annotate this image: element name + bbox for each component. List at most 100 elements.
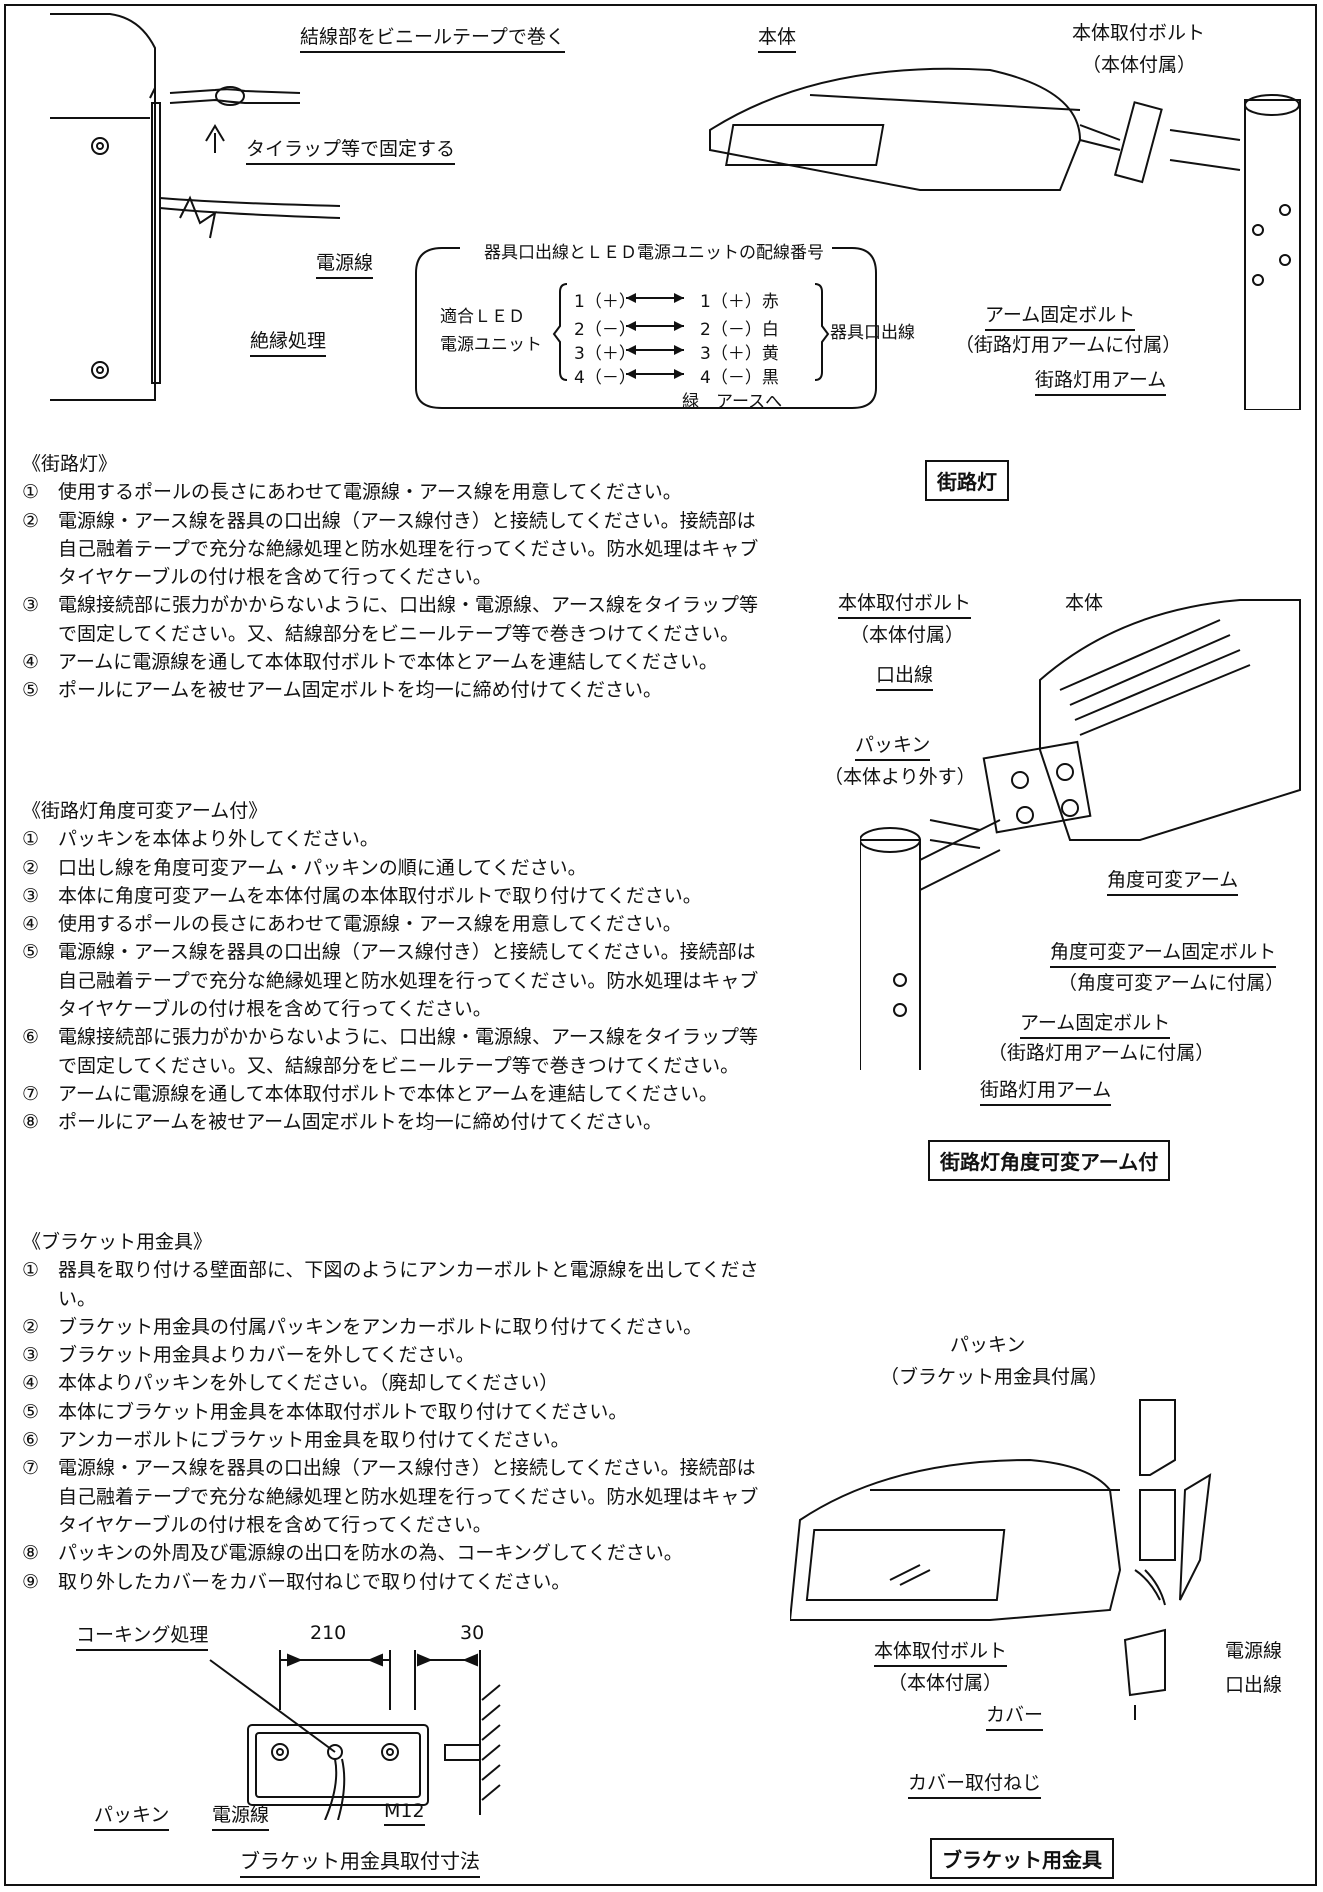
- label-angle-arm: 角度可変アーム: [1107, 865, 1239, 896]
- item-text: 電源線・アース線を器具の口出線（アース線付き）と接続してください。接続部は自己融…: [58, 1457, 759, 1536]
- label-body-bolt-note: （本体付属）: [850, 624, 965, 646]
- item-text: 電源線・アース線を器具の口出線（アース線付き）と接続してください。接続部は自己融…: [58, 941, 759, 1021]
- label-vinyl-tape: 結線部をビニールテープで巻く: [300, 22, 565, 53]
- item-text: 本体よりパッキンを外してください。（廃却してください）: [58, 1372, 559, 1395]
- item-number: ⑥: [22, 1429, 40, 1452]
- junction-illustration: [50, 13, 341, 401]
- bracket-dimension-drawing: [209, 1650, 501, 1820]
- angle-arm-illustration: [860, 599, 1301, 1070]
- wiring-row-2-right: 2（－）白: [700, 320, 779, 340]
- label-arm: 街路灯用アーム: [1035, 365, 1167, 396]
- label-body-bolt-note: （本体付属）: [888, 1672, 1003, 1694]
- list-item: ⑧ ポールにアームを被せアーム固定ボルトを均一に締め付けてください。: [22, 1108, 773, 1136]
- label-packing: パッキン: [94, 1800, 170, 1831]
- list-item: ② ブラケット用金具の付属パッキンをアンカーボルトに取り付けてください。: [22, 1313, 773, 1341]
- item-number: ①: [22, 828, 40, 851]
- caption-angle-arm: 街路灯角度可変アーム付: [928, 1140, 1171, 1181]
- label-cover-screw: カバー取付ねじ: [908, 1768, 1042, 1799]
- label-arm-bolt: アーム固定ボルト: [985, 300, 1136, 331]
- list-item: ⑥ アンカーボルトにブラケット用金具を取り付けてください。: [22, 1426, 773, 1454]
- section-heading: 《街路灯角度可変アーム付》: [22, 800, 268, 822]
- item-text: パッキンを本体より外してください。: [58, 828, 379, 851]
- label-body-bolt: 本体取付ボルト: [1072, 22, 1206, 44]
- wiring-row-2-left: 2（－）: [574, 320, 636, 340]
- label-lead-wire: 口出線: [1225, 1674, 1283, 1696]
- section-heading: 《ブラケット用金具》: [22, 1231, 213, 1253]
- item-number: ①: [22, 1259, 40, 1282]
- caption-street-light: 街路灯: [925, 460, 1009, 501]
- item-text: ポールにアームを被せアーム固定ボルトを均一に締め付けてください。: [58, 679, 663, 702]
- item-number: ①: [22, 481, 40, 504]
- wiring-box-title: 器具口出線とＬＥＤ電源ユニットの配線番号: [478, 238, 830, 263]
- wiring-ground: 緑 アースへ: [682, 392, 783, 412]
- item-number: ⑤: [22, 679, 40, 702]
- label-body: 本体: [1065, 592, 1104, 614]
- caption-bracket-dimensions: ブラケット用金具取付寸法: [240, 1845, 480, 1878]
- label-power-line: 電源線: [316, 248, 374, 279]
- list-item: ④ 本体よりパッキンを外してください。（廃却してください）: [22, 1369, 773, 1397]
- label-packing: パッキン: [855, 730, 931, 761]
- item-text: ブラケット用金具よりカバーを外してください。: [58, 1344, 475, 1367]
- item-number: ⑦: [22, 1457, 40, 1480]
- label-angle-bolt: 角度可変アーム固定ボルト: [1050, 937, 1277, 968]
- item-number: ②: [22, 856, 40, 879]
- item-text: 器具を取り付ける壁面部に、下図のようにアンカーボルトと電源線を出してください。: [58, 1259, 759, 1310]
- list-item: ① 器具を取り付ける壁面部に、下図のようにアンカーボルトと電源線を出してください。: [22, 1256, 773, 1313]
- wiring-row-1-right: 1（＋）赤: [700, 292, 779, 312]
- wiring-led-label-1: 適合ＬＥＤ: [440, 307, 525, 327]
- label-power-line: 電源線: [212, 1800, 270, 1831]
- label-packing-note: （本体より外す）: [824, 766, 976, 788]
- item-text: 電源線・アース線を器具の口出線（アース線付き）と接続してください。接続部は自己融…: [58, 509, 759, 589]
- item-number: ⑨: [22, 1570, 40, 1593]
- item-text: ポールにアームを被せアーム固定ボルトを均一に締め付けてください。: [58, 1111, 663, 1134]
- item-text: パッキンの外周及び電源線の出口を防水の為、コーキングしてください。: [58, 1542, 683, 1565]
- section-bracket: 《ブラケット用金具》 ① 器具を取り付ける壁面部に、下図のようにアンカーボルトと電…: [22, 1228, 773, 1596]
- item-number: ⑧: [22, 1111, 40, 1134]
- label-lead-wire: 口出線: [876, 660, 934, 691]
- label-caulking: コーキング処理: [76, 1620, 209, 1651]
- label-tyrap: タイラップ等で固定する: [246, 134, 456, 165]
- label-packing-note: （ブラケット用金具付属）: [880, 1366, 1109, 1388]
- wiring-lead-label: 器具口出線: [830, 323, 915, 343]
- wiring-row-1-left: 1（＋）: [574, 292, 636, 312]
- wiring-row-4-right: 4（－）黒: [700, 368, 779, 388]
- item-text: 本体にブラケット用金具を本体取付ボルトで取り付けてください。: [58, 1400, 628, 1423]
- label-arm-bolt-note: （街路灯用アームに付属）: [988, 1042, 1215, 1064]
- label-body-bolt: 本体取付ボルト: [838, 588, 972, 619]
- label-angle-bolt-note: （角度可変アームに付属）: [1058, 972, 1285, 994]
- list-item: ⑦ 電源線・アース線を器具の口出線（アース線付き）と接続してください。接続部は自己…: [22, 1454, 773, 1539]
- label-cover: カバー: [986, 1700, 1044, 1731]
- wiring-row-4-left: 4（－）: [574, 368, 636, 388]
- item-number: ④: [22, 651, 40, 674]
- item-number: ⑧: [22, 1542, 40, 1565]
- wiring-led-label-2: 電源ユニット: [440, 335, 542, 355]
- list-item: ⑧ パッキンの外周及び電源線の出口を防水の為、コーキングしてください。: [22, 1539, 773, 1567]
- item-text: 本体に角度可変アームを本体付属の本体取付ボルトで取り付けてください。: [58, 884, 702, 907]
- item-text: 取り外したカバーをカバー取付ねじで取り付けてください。: [58, 1570, 571, 1593]
- label-arm-bolt: アーム固定ボルト: [1020, 1008, 1171, 1039]
- item-text: ブラケット用金具の付属パッキンをアンカーボルトに取り付けてください。: [58, 1315, 703, 1338]
- label-arm-bolt-note: （街路灯用アームに付属）: [955, 334, 1182, 356]
- bracket-illustration: [790, 1399, 1212, 1720]
- item-number: ②: [22, 1315, 40, 1338]
- item-number: ⑤: [22, 1400, 40, 1423]
- label-power-line: 電源線: [1225, 1640, 1283, 1662]
- label-arm: 街路灯用アーム: [980, 1075, 1112, 1106]
- item-text: アームに電源線を通して本体取付ボルトで本体とアームを連結してください。: [58, 651, 718, 674]
- item-text: アンカーボルトにブラケット用金具を取り付けてください。: [58, 1429, 570, 1452]
- list-item: ⑤ 電源線・アース線を器具の口出線（アース線付き）と接続してください。接続部は自己…: [22, 938, 773, 1023]
- wiring-box-frame: [415, 247, 877, 409]
- page-border: [4, 4, 1317, 1886]
- label-m12: M12: [384, 1800, 425, 1826]
- item-number: ⑤: [22, 941, 40, 964]
- item-number: ④: [22, 1372, 40, 1395]
- street-light-illustration: [709, 67, 1301, 410]
- list-item: ① パッキンを本体より外してください。: [22, 825, 773, 853]
